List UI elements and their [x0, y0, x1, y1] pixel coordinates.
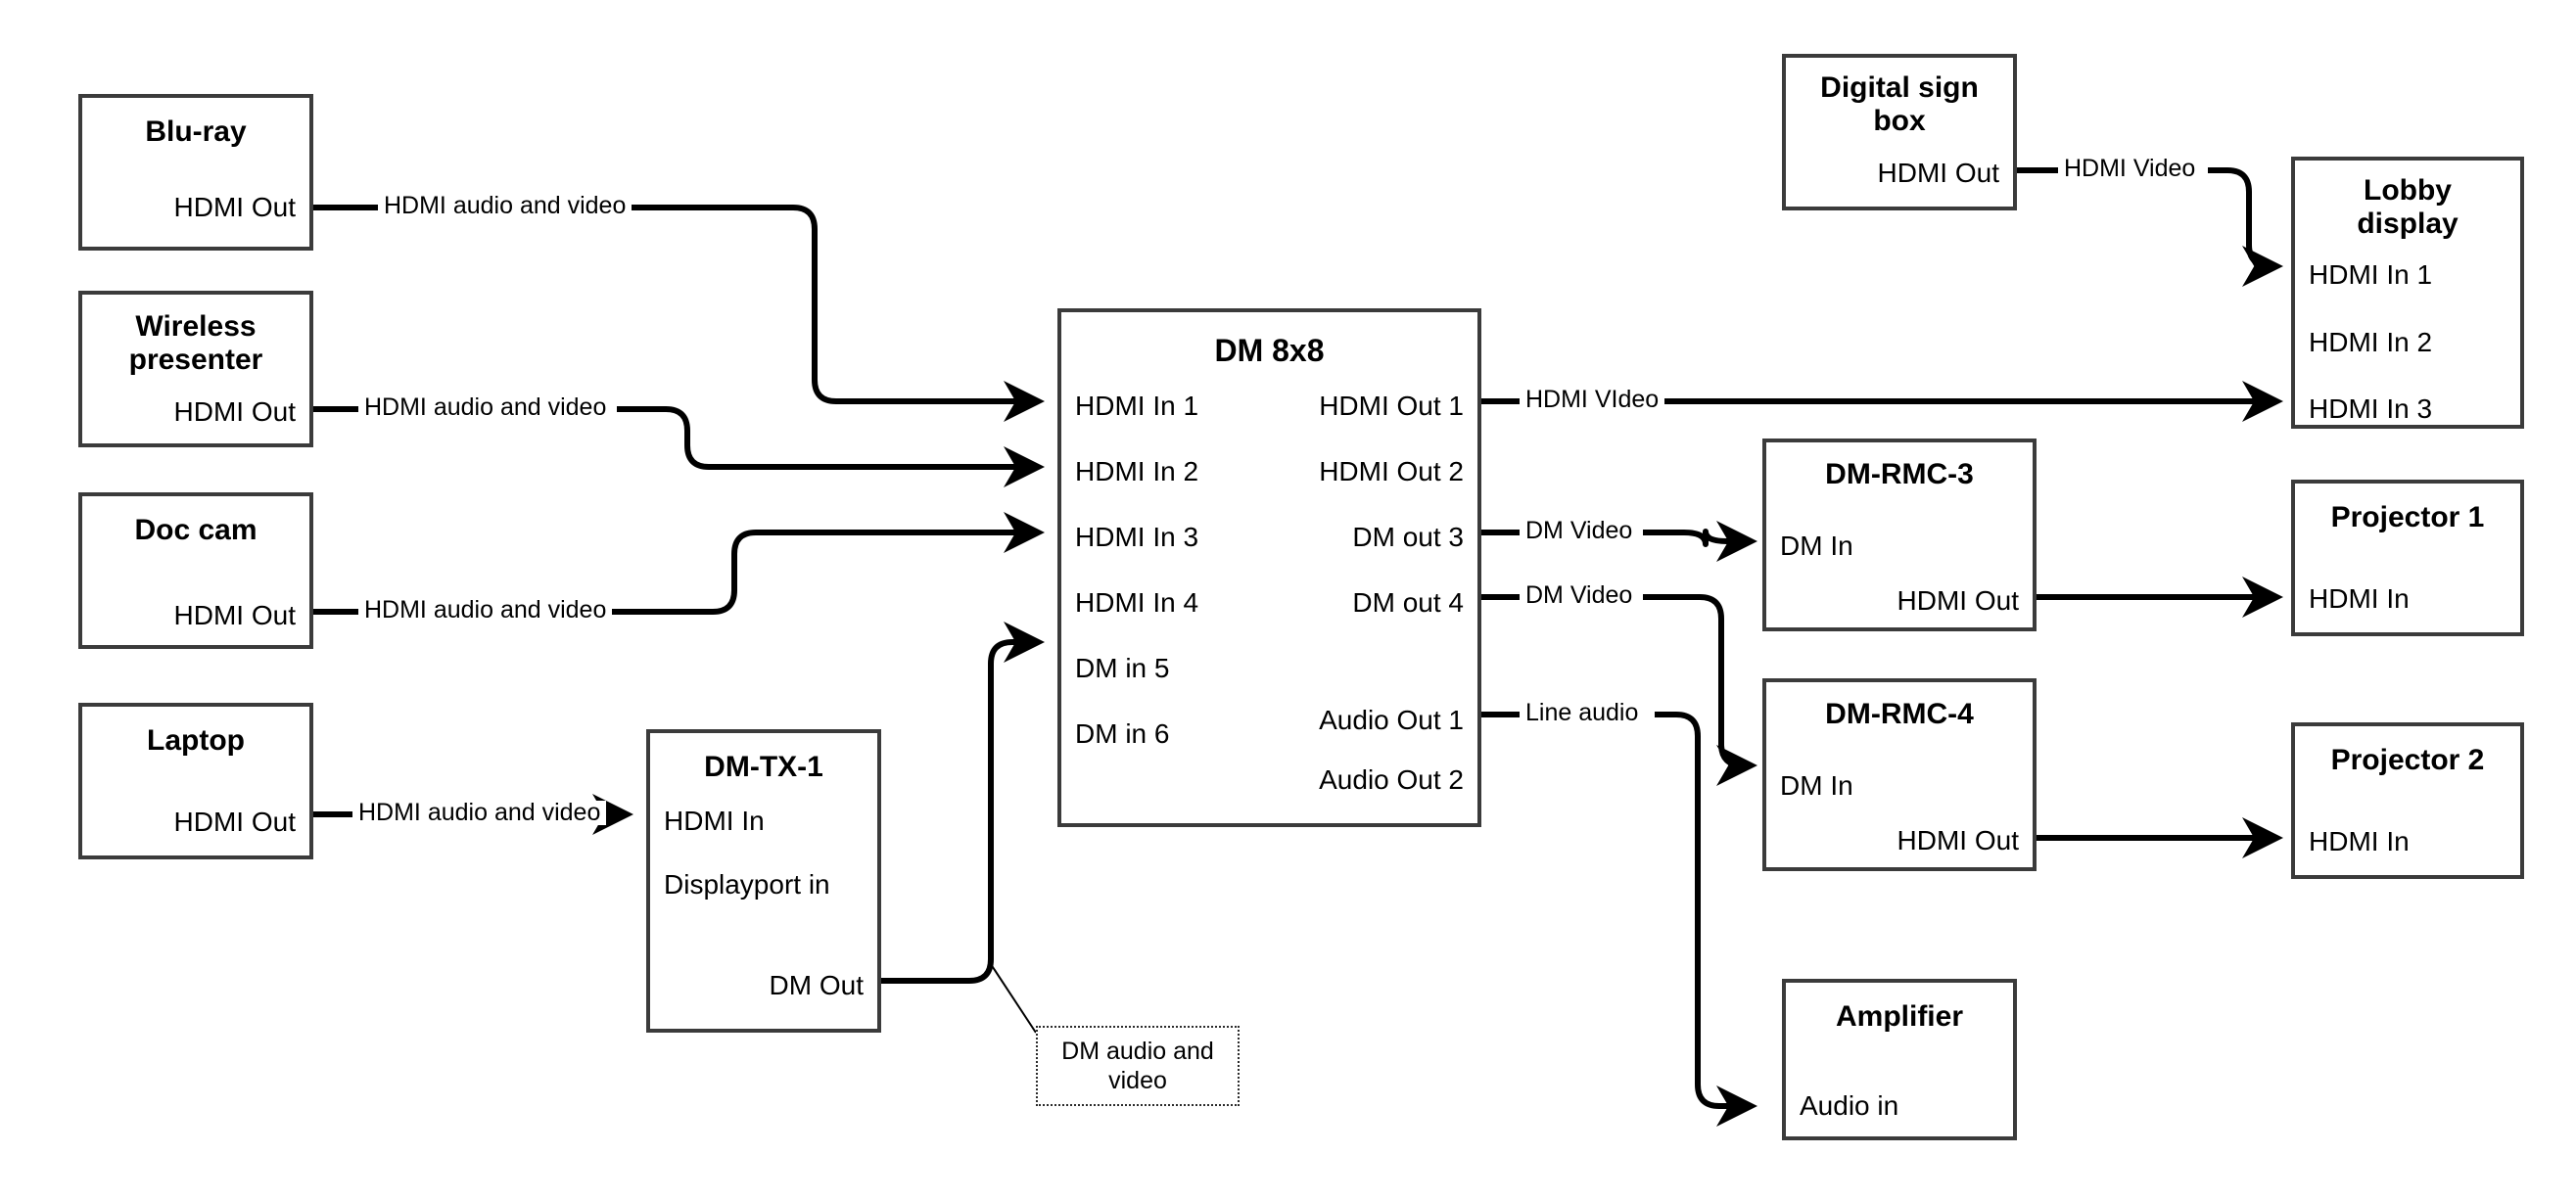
node-dm-8x8-input-hdmi-in-3: HDMI In 3 — [1075, 522, 1199, 552]
node-dm-8x8-output-hdmi-out-1: HDMI Out 1 — [1319, 391, 1464, 421]
node-projector-1-port-hdmi-in: HDMI In — [2309, 583, 2410, 614]
node-lobby-display-title: Lobby display — [2357, 174, 2459, 240]
node-wireless-presenter[interactable]: Wireless presenter HDMI Out — [78, 291, 313, 447]
wire-dm8x8-out4-to-dmrmc4 — [1481, 594, 1751, 765]
wire-label-bluray-to-dm8x8: HDMI audio and video — [378, 194, 632, 218]
node-digital-sign-box[interactable]: Digital sign box HDMI Out — [1782, 54, 2017, 210]
wire-label-laptop-to-dmtx1: HDMI audio and video — [352, 801, 607, 825]
node-wireless-presenter-port-hdmi-out: HDMI Out — [173, 396, 296, 427]
wire-label-dm8x8-out1-to-lobby: HDMI VIdeo — [1520, 388, 1665, 412]
node-dm-rmc-4-port-hdmi-out: HDMI Out — [1897, 825, 2019, 855]
wire-label-dm8x8-out3-to-dmrmc3: DM Video — [1520, 519, 1639, 543]
node-dm-8x8[interactable]: DM 8x8 HDMI In 1 HDMI In 2 HDMI In 3 HDM… — [1057, 308, 1481, 827]
node-doc-cam-port-hdmi-out: HDMI Out — [173, 600, 296, 630]
node-dm-8x8-input-dm-in-6: DM in 6 — [1075, 718, 1170, 749]
node-dm-8x8-title: DM 8x8 — [1214, 333, 1325, 368]
node-laptop-port-hdmi-out: HDMI Out — [173, 807, 296, 837]
node-lobby-display-port-hdmi-in-3: HDMI In 3 — [2309, 393, 2433, 424]
node-dm-rmc-4-title: DM-RMC-4 — [1825, 698, 1974, 730]
node-lobby-display-port-hdmi-in-1: HDMI In 1 — [2309, 259, 2433, 290]
node-dm-tx-1-port-dm-out: DM Out — [769, 970, 864, 1000]
node-lobby-display[interactable]: Lobby display HDMI In 1 HDMI In 2 HDMI I… — [2291, 157, 2524, 429]
node-doc-cam-title: Doc cam — [134, 514, 258, 546]
node-amplifier-port-audio-in: Audio in — [1800, 1090, 1899, 1121]
callout-leader-line — [988, 960, 1037, 1034]
node-dm-tx-1-port-hdmi-in: HDMI In — [664, 806, 765, 836]
node-dm-rmc-3-title: DM-RMC-3 — [1825, 458, 1974, 490]
node-lobby-display-port-hdmi-in-2: HDMI In 2 — [2309, 327, 2433, 357]
node-digital-sign-box-port-hdmi-out: HDMI Out — [1877, 158, 1999, 188]
node-projector-2[interactable]: Projector 2 HDMI In — [2291, 722, 2524, 879]
wire-label-dm8x8-audioout1-to-amplifier: Line audio — [1520, 701, 1645, 725]
wire-label-doccam-to-dm8x8: HDMI audio and video — [358, 598, 613, 623]
node-laptop-title: Laptop — [147, 724, 245, 757]
node-dm-8x8-input-hdmi-in-4: HDMI In 4 — [1075, 587, 1199, 618]
callout-dm-audio-and-video-text: DM audio and video — [1061, 1037, 1214, 1095]
node-projector-2-title: Projector 2 — [2330, 744, 2485, 776]
node-laptop[interactable]: Laptop HDMI Out — [78, 703, 313, 859]
wire-label-wireless-to-dm8x8: HDMI audio and video — [358, 395, 613, 420]
node-dm-8x8-output-audio-out-1: Audio Out 1 — [1319, 705, 1464, 735]
node-projector-2-port-hdmi-in: HDMI In — [2309, 826, 2410, 856]
wire-dm8x8-audioout1-to-amplifier — [1481, 712, 1751, 1106]
node-projector-1-title: Projector 1 — [2330, 501, 2485, 533]
node-dm-8x8-output-audio-out-2: Audio Out 2 — [1319, 764, 1464, 795]
wire-digitalsign-to-lobby-in1 — [2017, 167, 2276, 266]
callout-dm-audio-and-video: DM audio and video — [1036, 1026, 1240, 1106]
node-bluray-title: Blu-ray — [145, 115, 247, 148]
node-dm-8x8-output-dm-out-3: DM out 3 — [1352, 522, 1464, 552]
node-dm-tx-1[interactable]: DM-TX-1 HDMI In Displayport in DM Out — [646, 729, 881, 1033]
node-dm-8x8-input-hdmi-in-1: HDMI In 1 — [1075, 391, 1199, 421]
node-wireless-presenter-title: Wireless presenter — [128, 310, 263, 376]
wire-label-dm8x8-out4-to-dmrmc4: DM Video — [1520, 583, 1639, 608]
node-dm-rmc-3[interactable]: DM-RMC-3 DM In HDMI Out — [1762, 439, 2037, 631]
node-dm-rmc-4-port-dm-in: DM In — [1780, 770, 1853, 801]
node-dm-tx-1-port-displayport-in: Displayport in — [664, 869, 830, 900]
wire-bluray-to-dm8x8-in1 — [313, 205, 1038, 401]
node-dm-8x8-input-dm-in-5: DM in 5 — [1075, 653, 1170, 683]
node-dm-rmc-4[interactable]: DM-RMC-4 DM In HDMI Out — [1762, 678, 2037, 871]
node-amplifier-title: Amplifier — [1835, 1000, 1964, 1033]
node-amplifier[interactable]: Amplifier Audio in — [1782, 979, 2017, 1140]
node-dm-8x8-output-hdmi-out-2: HDMI Out 2 — [1319, 456, 1464, 486]
wire-label-digitalsign-to-lobby: HDMI Video — [2058, 157, 2202, 181]
node-dm-8x8-input-hdmi-in-2: HDMI In 2 — [1075, 456, 1199, 486]
node-dm-tx-1-title: DM-TX-1 — [704, 751, 823, 783]
node-projector-1[interactable]: Projector 1 HDMI In — [2291, 480, 2524, 636]
node-doc-cam[interactable]: Doc cam HDMI Out — [78, 492, 313, 649]
node-dm-rmc-3-port-dm-in: DM In — [1780, 531, 1853, 561]
node-bluray[interactable]: Blu-ray HDMI Out — [78, 94, 313, 251]
node-digital-sign-box-title: Digital sign box — [1820, 71, 1979, 137]
node-bluray-port-hdmi-out: HDMI Out — [173, 192, 296, 222]
node-dm-rmc-3-port-hdmi-out: HDMI Out — [1897, 585, 2019, 616]
node-dm-8x8-output-dm-out-4: DM out 4 — [1352, 587, 1464, 618]
wire-dmtx1-to-dm8x8-in5 — [881, 622, 1045, 984]
